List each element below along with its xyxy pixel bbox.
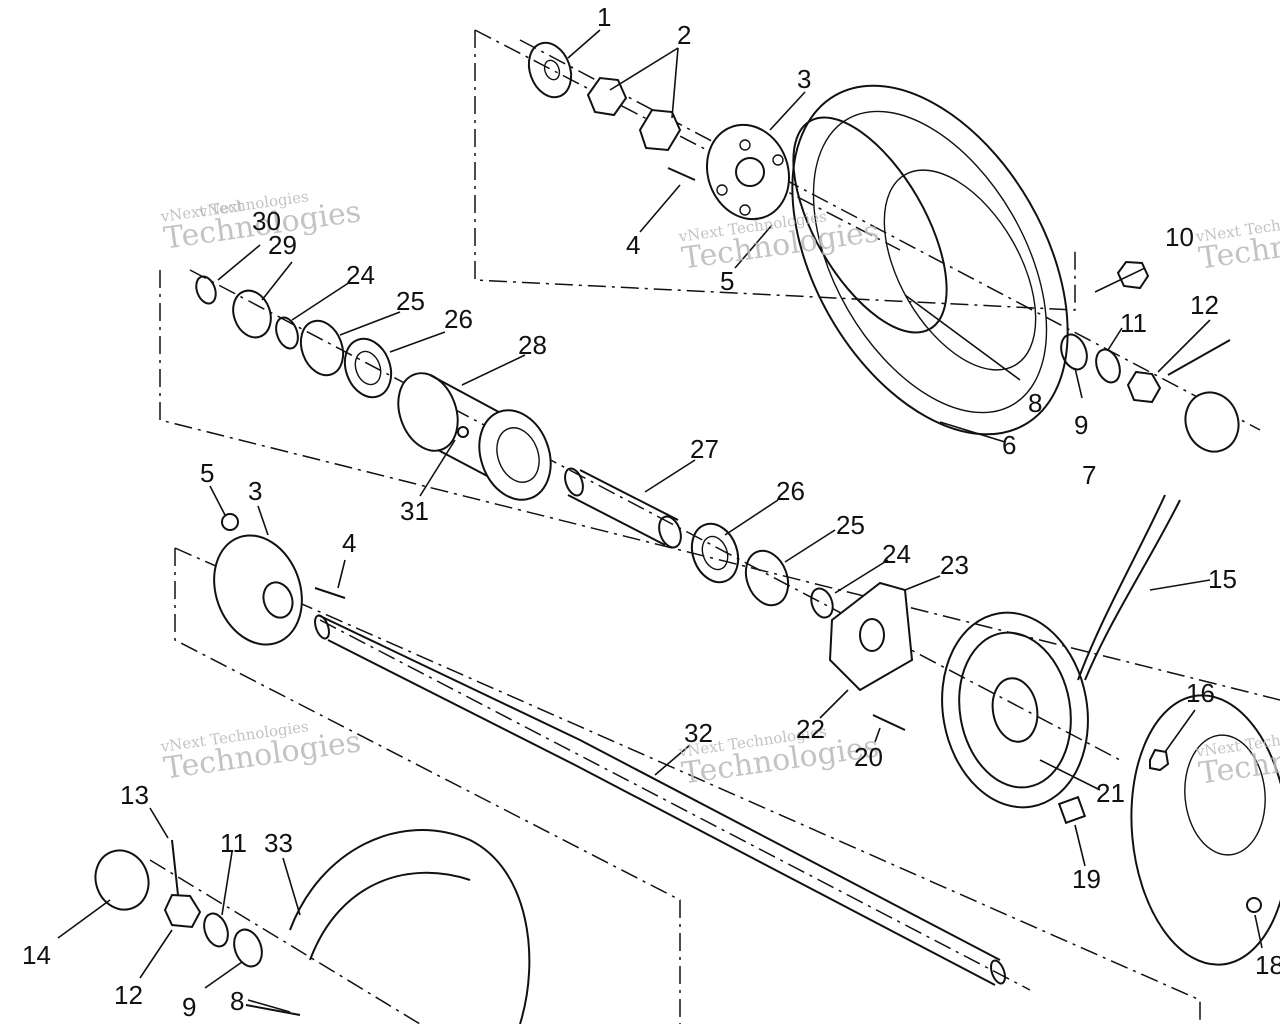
part-label: 8 (230, 986, 245, 1016)
sprocket (941, 611, 1089, 809)
part-label: 20 (854, 742, 883, 772)
part-label: 19 (1072, 864, 1101, 894)
part-label: 25 (396, 286, 425, 316)
part-label: 7 (1082, 460, 1097, 490)
part-label: 33 (264, 828, 293, 858)
centerlines (149, 39, 1261, 1024)
part-label: 23 (940, 550, 969, 580)
part-label: 6 (1002, 430, 1017, 460)
part-label: 9 (182, 992, 197, 1022)
part-label: 16 (1186, 678, 1215, 708)
part-label: 22 (796, 714, 825, 744)
brake-disc (1130, 694, 1280, 966)
wheel-tire-upper (791, 84, 1069, 436)
part-label: 13 (120, 780, 149, 810)
part-label: 30 (252, 206, 281, 236)
part-label: 4 (626, 230, 641, 260)
wheel-hub-upper (705, 123, 791, 221)
axle-carrier (397, 372, 552, 501)
part-label: 24 (882, 539, 911, 569)
leader-lines (57, 29, 1263, 1013)
hub-lower (213, 513, 346, 646)
part-label: 5 (200, 458, 215, 488)
part-label: 24 (346, 260, 375, 290)
part-label: 28 (518, 330, 547, 360)
part-label: 5 (720, 266, 735, 296)
drive-chain (1077, 494, 1181, 681)
part-label: 14 (22, 940, 51, 970)
part-label: 29 (268, 230, 297, 260)
bearing-stack (195, 275, 393, 399)
part-label: 11 (220, 828, 247, 858)
part-label: 3 (797, 64, 812, 94)
part-label: 26 (444, 304, 473, 334)
axle-shaft (314, 614, 1006, 986)
sprocket-hardware (872, 714, 1262, 913)
bearing-stack-right (690, 522, 834, 619)
part-label: 32 (684, 718, 713, 748)
part-label: 12 (114, 980, 143, 1010)
lower-hardware (94, 839, 301, 1016)
part-label: 11 (1120, 308, 1147, 338)
part-label: 25 (836, 510, 865, 540)
part-label: 18 (1255, 950, 1280, 980)
part-label: 8 (1028, 388, 1043, 418)
spacer-tube (564, 467, 682, 549)
part-label: 9 (1074, 410, 1089, 440)
part-label: 26 (776, 476, 805, 506)
sprocket-hub (828, 581, 914, 692)
part-label: 10 (1165, 222, 1194, 252)
part-label: 31 (400, 496, 429, 526)
part-label: 12 (1190, 290, 1219, 320)
part-label: 1 (597, 2, 612, 32)
part-label: 4 (342, 528, 357, 558)
part-label: 27 (690, 434, 719, 464)
part-label: 15 (1208, 564, 1237, 594)
wheel-tire-lower (289, 829, 531, 1024)
assembly-frames (159, 29, 1280, 1024)
part-label: 3 (248, 476, 263, 506)
upper-hardware (527, 41, 1240, 453)
part-label: 2 (677, 20, 692, 50)
part-label: 21 (1096, 778, 1125, 808)
